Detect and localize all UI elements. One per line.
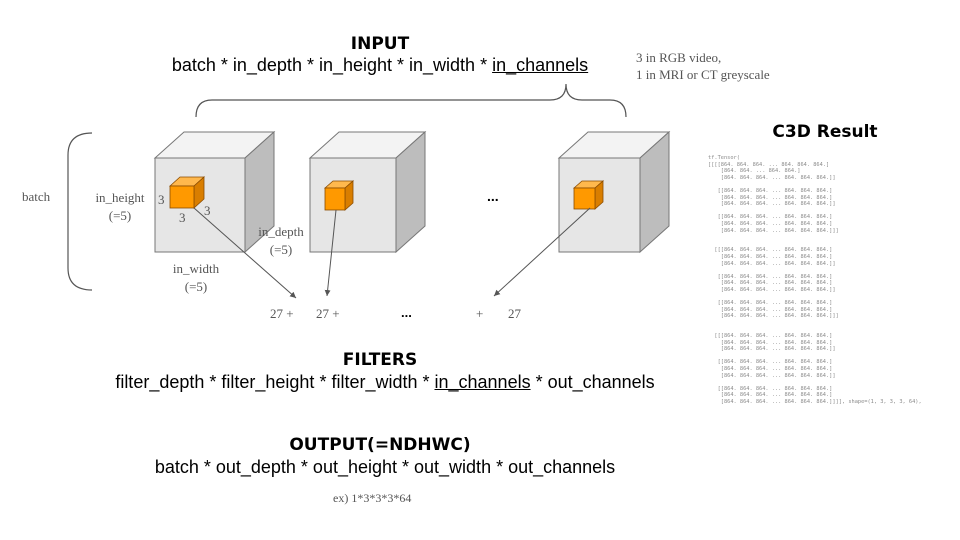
result-line: [[864. 864. 864. ... 864. 864. 864.] [708,273,833,280]
filters-formula-prefix: filter_depth * filter_height * filter_wi… [115,372,435,392]
result-line [708,241,953,248]
result-line [708,379,953,386]
result-line: [864. 864. 864. ... 864. 864. 864.] [708,253,833,260]
sum-plus: + [476,306,484,321]
arrow-1 [193,207,297,299]
cube-ellipsis: ... [487,188,499,204]
result-line: [864. 864. 864. ... 864. 864. 864.] [708,306,833,313]
result-line [708,208,953,215]
output-example: ex) 1*3*3*3*64 [333,491,412,505]
result-line: [864. 864. 864. ... 864. 864. 864.] [708,280,833,287]
sum-last: 27 [508,306,521,321]
result-line: [[[[864. 864. 864. ... 864. 864. 864.] [708,161,830,168]
filters-title: FILTERS [342,350,418,370]
result-line: [864. 864. 864. ... 864. 864. 864.] [708,220,833,227]
batch-bracket [67,132,93,291]
output-title: OUTPUT(=NDHWC) [289,435,471,455]
channels-note: 3 in RGB video, 1 in MRI or CT greyscale [636,49,770,83]
c3d-result-title: C3D Result [772,122,878,142]
result-line [708,293,953,300]
result-line: [864. 864. 864. ... 864. 864. 864.]] [708,174,836,181]
result-line: [[864. 864. 864. ... 864. 864. 864.] [708,300,833,307]
result-line [708,181,953,188]
input-formula-prefix: batch * in_depth * in_height * in_width … [171,55,493,75]
filters-formula: filter_depth * filter_height * filter_wi… [40,372,730,393]
result-line [708,326,953,333]
result-line: [864. 864. 864. ... 864. 864. 864.]] [708,286,836,293]
sum-term-2: 27 + [316,306,340,321]
sum-ellipsis: ... [401,305,412,320]
result-line: [864. 864. 864. ... 864. 864. 864.]] [708,372,836,379]
kernel-cube-1 [168,176,206,209]
channels-note-line1: 3 in RGB video, [636,50,722,65]
input-brace [195,83,627,118]
arrow-3 [493,207,591,297]
result-line: [864. 864. 864. ... 864. 864. 864.] [708,392,833,399]
result-line [708,320,953,327]
result-line: [864. 864. 864. ... 864. 864. 864.]] [708,346,836,353]
in-height-name: in_height [95,190,145,205]
kernel-depth-label: 3 [204,203,211,218]
in-depth-label: in_depth (=5) [250,223,312,259]
kernel-width-label: 3 [179,210,186,225]
result-line: [864. 864. 864. ... 864. 864. 864.] [708,194,833,201]
batch-label: batch [22,189,51,204]
kernel-cube-2 [323,180,355,211]
result-line: [864. 864. 864. ... 864. 864. 864.]] [708,260,836,267]
c3d-result-output: tf.Tensor( [[[[864. 864. 864. ... 864. 8… [708,155,953,495]
input-title: INPUT [350,34,410,54]
result-line: [[[864. 864. 864. ... 864. 864. 864.] [708,247,833,254]
result-line [708,353,953,360]
result-line: [864. 864. 864. ... 864. 864. 864.]]]], … [708,398,922,405]
channels-note-line2: 1 in MRI or CT greyscale [636,67,770,82]
kernel-height-label: 3 [158,192,165,207]
input-formula: batch * in_depth * in_height * in_width … [110,55,650,76]
result-line: [[864. 864. 864. ... 864. 864. 864.] [708,214,833,221]
in-width-label: in_width (=5) [166,260,226,296]
arrow-2 [324,209,337,297]
result-line [708,267,953,274]
result-line: [864. 864. 864. ... 864. 864. 864.] [708,339,833,346]
result-line: [864. 864. 864. ... 864. 864. 864.] [708,366,833,372]
in-height-value: (=5) [108,208,132,223]
result-header: tf.Tensor( [708,155,740,161]
input-cube-3 [557,130,671,254]
output-formula: batch * out_depth * out_height * out_wid… [154,457,616,477]
input-formula-channels: in_channels [492,55,589,75]
result-line: [[864. 864. 864. ... 864. 864. 864.] [708,385,833,392]
filters-formula-suffix: * out_channels [530,372,655,392]
filters-formula-channels: in_channels [434,372,531,392]
in-width-name: in_width [172,261,220,276]
input-cube-2 [308,130,427,254]
kernel-cube-3 [572,180,605,210]
in-depth-value: (=5) [269,242,293,257]
result-line: [[864. 864. 864. ... 864. 864. 864.] [708,359,833,366]
sum-term-1: 27 + [270,306,294,321]
result-line: [[864. 864. 864. ... 864. 864. 864.] [708,187,833,194]
in-depth-name: in_depth [258,224,304,239]
in-width-value: (=5) [184,279,208,294]
result-line: [864. 864. 864. ... 864. 864. 864.]]] [708,227,839,234]
in-height-label: in_height (=5) [88,189,152,225]
result-line: [864. 864. 864. ... 864. 864. 864.]] [708,201,836,208]
result-line: [864. 864. ... 864. 864.] [708,168,801,175]
result-line [708,234,953,241]
result-line: [[[864. 864. 864. ... 864. 864. 864.] [708,333,833,340]
result-line: [864. 864. 864. ... 864. 864. 864.]]] [708,313,839,320]
result-lines: [[[[864. 864. 864. ... 864. 864. 864.] [… [708,162,953,406]
